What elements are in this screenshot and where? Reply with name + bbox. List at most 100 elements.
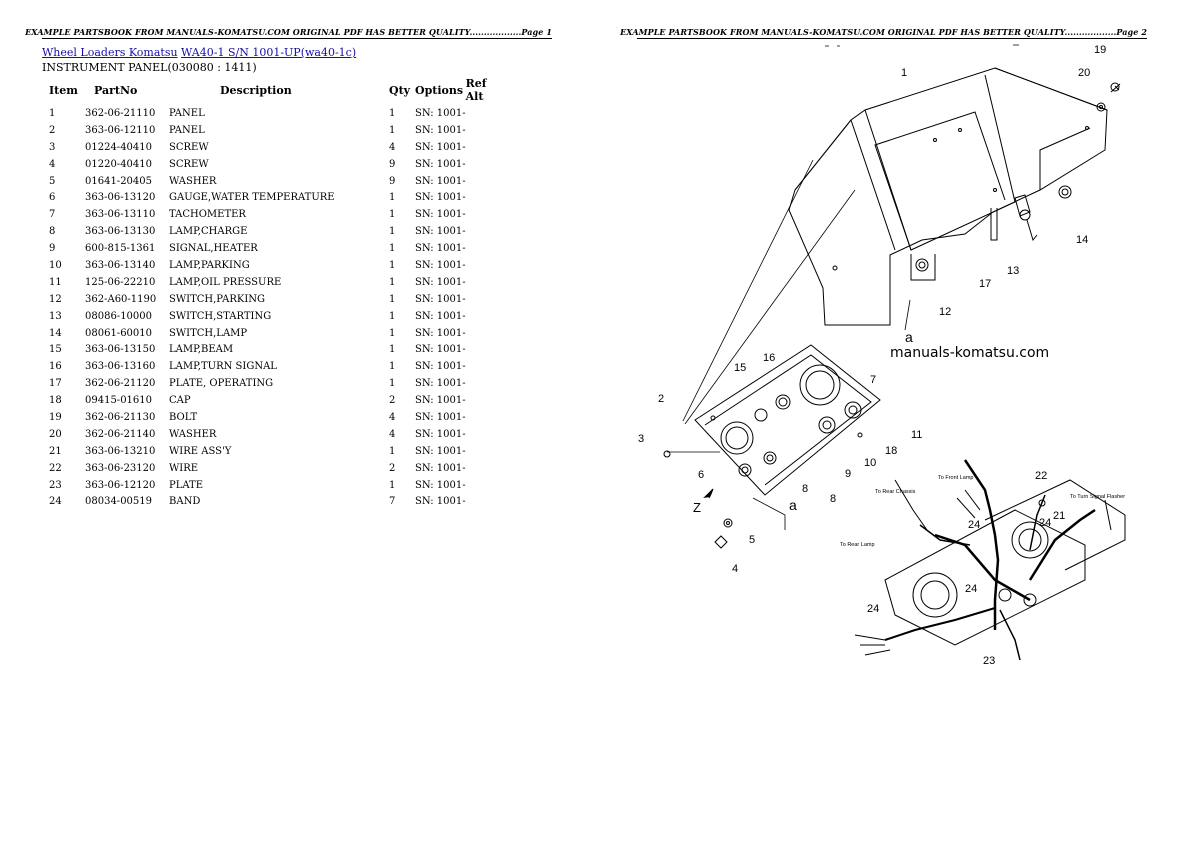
wire-label-rear-lamp: To Rear Lamp (840, 542, 875, 548)
column-header-description: Description (220, 83, 292, 97)
row-options: SN: 1001- (415, 395, 466, 407)
row-description: LAMP,TURN SIGNAL (169, 361, 277, 373)
row-options: SN: 1001- (415, 124, 466, 136)
row-partno: 363-06-12120 (85, 479, 156, 491)
row-qty: 1 (389, 361, 396, 373)
row-qty: 4 (389, 428, 396, 440)
row-qty: 7 (389, 496, 396, 508)
callout-3: 3 (638, 433, 644, 445)
row-qty: 1 (389, 226, 396, 238)
column-header-partno: PartNo (94, 83, 138, 97)
row-partno: 362-06-21110 (85, 107, 156, 119)
callout-8a: 8 (802, 483, 808, 495)
row-ref-alt (466, 240, 506, 257)
callout-15: 15 (734, 362, 746, 374)
row-partno: 362-06-21130 (85, 411, 156, 423)
row-partno: 600-815-1361 (85, 243, 156, 255)
row-qty: 2 (389, 462, 396, 474)
row-partno: 08086-10000 (85, 310, 153, 322)
callout-4: 4 (732, 563, 738, 575)
row-partno: 363-06-13110 (85, 209, 156, 221)
row-item: 1 (49, 107, 56, 119)
row-ref-alt (466, 325, 506, 342)
row-ref-alt (466, 409, 506, 426)
row-item: 5 (49, 175, 56, 187)
column-header-ref-alt: Ref Alt (465, 77, 487, 103)
row-ref-alt (466, 274, 506, 291)
page-subtitle: INSTRUMENT PANEL(030080 : 1411) (42, 61, 257, 74)
instrument-panel-diagram: 1 2 3 4 5 6 7 8 8 9 10 11 12 13 14 15 16… (638, 44, 1126, 667)
callout-24b: 24 (1039, 517, 1051, 529)
row-partno: 363-06-13120 (85, 192, 156, 204)
row-item: 4 (49, 158, 56, 170)
row-ref-alt (466, 375, 506, 392)
callout-21: 21 (1053, 510, 1065, 522)
row-qty: 4 (389, 141, 396, 153)
row-description: PLATE, OPERATING (169, 378, 274, 390)
row-description: GAUGE,WATER TEMPERATURE (169, 192, 335, 204)
row-description: LAMP,CHARGE (169, 226, 248, 238)
row-description: SCREW (169, 141, 209, 153)
row-qty: 2 (389, 395, 396, 407)
callout-17: 17 (979, 278, 991, 290)
row-description: WASHER (169, 175, 217, 187)
row-qty: 1 (389, 378, 396, 390)
row-item: 3 (49, 141, 56, 153)
row-options: SN: 1001- (415, 175, 466, 187)
row-item: 23 (49, 479, 62, 491)
callout-20: 20 (1078, 67, 1090, 79)
row-options: SN: 1001- (415, 243, 466, 255)
row-options: SN: 1001- (415, 462, 466, 474)
row-partno: 01220-40410 (85, 158, 153, 170)
row-ref-alt (466, 122, 506, 139)
row-qty: 4 (389, 411, 396, 423)
row-options: SN: 1001- (415, 361, 466, 373)
callout-2: 2 (658, 393, 664, 405)
row-options: SN: 1001- (415, 327, 466, 339)
row-description: SIGNAL,HEATER (169, 243, 258, 255)
row-qty: 1 (389, 192, 396, 204)
row-ref-alt (466, 392, 506, 409)
row-options: SN: 1001- (415, 310, 466, 322)
row-qty: 1 (389, 327, 396, 339)
row-partno: 362-06-21140 (85, 428, 156, 440)
row-ref-alt (466, 257, 506, 274)
wire-label-front-lamp: To Front Lamp (938, 475, 973, 481)
row-ref-alt (466, 189, 506, 206)
row-qty: 1 (389, 344, 396, 356)
breadcrumb-model-link[interactable]: WA40-1 S/N 1001-UP(wa40-1c) (181, 46, 357, 59)
callout-16: 16 (763, 352, 775, 364)
row-ref-alt (466, 341, 506, 358)
row-description: WASHER (169, 428, 217, 440)
row-item: 2 (49, 124, 56, 136)
leader-lines (667, 159, 911, 530)
row-item: 8 (49, 226, 56, 238)
wiring-harness-drawing (854, 459, 1126, 661)
row-ref-alt (466, 477, 506, 494)
row-description: LAMP,OIL PRESSURE (169, 276, 282, 288)
row-description: BAND (169, 496, 201, 508)
row-ref-alt (466, 291, 506, 308)
page-2: EXAMPLE PARTSBOOK FROM MANUALS-KOMATSU.C… (595, 0, 1190, 842)
row-partno: 01224-40410 (85, 141, 153, 153)
row-partno: 363-06-13130 (85, 226, 156, 238)
row-partno: 08034-00519 (85, 496, 153, 508)
row-partno: 125-06-22210 (85, 276, 156, 288)
row-ref-alt (466, 308, 506, 325)
breadcrumb-category-link[interactable]: Wheel Loaders Komatsu (42, 46, 178, 59)
row-description: SWITCH,STARTING (169, 310, 272, 322)
row-description: LAMP,PARKING (169, 259, 250, 271)
callout-a-upper: a (905, 329, 913, 345)
